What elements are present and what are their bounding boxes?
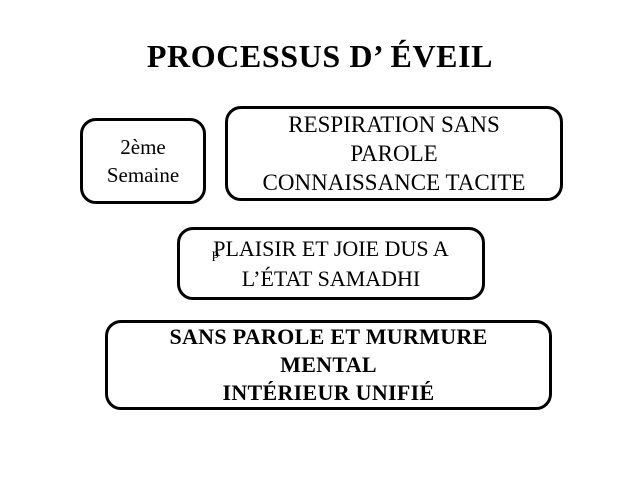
box-week-label: 2ème Semaine xyxy=(106,135,180,187)
stray-p-glyph-artifact: p xyxy=(212,247,219,262)
box-plaisir[interactable]: PLAISIR ET JOIE DUS A L’ÉTAT SAMADHI p xyxy=(177,227,485,300)
box-murmure[interactable]: SANS PAROLE ET MURMURE MENTAL INTÉRIEUR … xyxy=(105,320,552,410)
box-plaisir-label: PLAISIR ET JOIE DUS A L’ÉTAT SAMADHI xyxy=(213,235,449,291)
box-murmure-label: SANS PAROLE ET MURMURE MENTAL INTÉRIEUR … xyxy=(169,324,488,405)
box-week[interactable]: 2ème Semaine xyxy=(80,118,206,204)
box-respiration[interactable]: RESPIRATION SANS PAROLE CONNAISSANCE TAC… xyxy=(225,106,563,201)
page-title: PROCESSUS D’ ÉVEIL xyxy=(146,38,494,74)
box-respiration-label: RESPIRATION SANS PAROLE CONNAISSANCE TAC… xyxy=(262,112,526,195)
